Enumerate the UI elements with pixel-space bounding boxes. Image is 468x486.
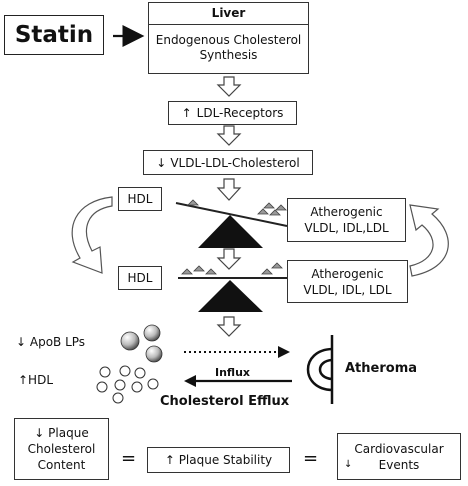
atherogenic-line1-bottom: Atherogenic	[311, 266, 384, 281]
plaque-chol-line1: ↓ Plaque	[34, 426, 89, 440]
plaque-chol-line2: Cholesterol	[27, 442, 96, 456]
hdl-box-top: HDL	[118, 187, 162, 211]
hollow-down-arrow-4	[216, 248, 242, 270]
plaque-chol-line3: Content	[37, 458, 86, 472]
apob-lp-particles	[120, 324, 163, 363]
cv-line1: Cardiovascular	[354, 441, 444, 456]
influx-label: Influx	[215, 366, 251, 379]
atherogenic-line1-top: Atherogenic	[310, 205, 383, 219]
atherogenic-line2-bottom: VLDL, IDL, LDL	[303, 282, 392, 297]
efflux-solid-arrow	[184, 375, 292, 387]
atheroma-label: Atheroma	[345, 361, 418, 376]
atherogenic-line2-top: VLDL, IDL,LDL	[304, 221, 389, 235]
liver-subtitle-line1: Endogenous Cholesterol	[155, 33, 302, 47]
liver-subtitle-line2: Synthesis	[199, 48, 258, 62]
plaque-cholesterol-box: ↓ Plaque Cholesterol Content	[14, 418, 109, 480]
up-arrow-icon: ↑	[181, 106, 192, 120]
atheroma-symbol	[306, 335, 334, 404]
cv-line2-row: ↓ Events	[338, 457, 460, 473]
equals-sign-2: =	[303, 448, 319, 469]
equals-sign-1: =	[121, 448, 137, 469]
down-arrow-icon: ↓	[156, 155, 167, 170]
seesaw-bottom	[178, 262, 290, 312]
hdl-increase-label: ↑HDL	[18, 373, 54, 387]
seesaw-top	[175, 199, 288, 248]
cv-down-arrow-icon: ↓	[344, 458, 353, 470]
hollow-down-arrow-3	[216, 178, 242, 201]
hdl-particles	[96, 365, 159, 404]
influx-dotted-arrow	[184, 346, 290, 358]
cardiovascular-events-box: Cardiovascular ↓ Events	[337, 433, 461, 480]
hdl-label-top: HDL	[127, 192, 153, 206]
right-curved-arrow	[409, 204, 449, 277]
hdl-label-bottom: HDL	[127, 271, 153, 285]
hollow-down-arrow-5	[216, 316, 242, 337]
vldl-ldl-box: ↓ VLDL-LDL-Cholesterol	[143, 150, 313, 175]
left-curved-arrow	[71, 196, 113, 274]
statin-box: Statin	[4, 15, 104, 55]
hollow-down-arrow-1	[216, 76, 242, 97]
vldl-ldl-label: VLDL-LDL-Cholesterol	[170, 155, 300, 170]
cv-line2: Events	[378, 457, 420, 472]
ldl-receptors-label: LDL-Receptors	[196, 106, 284, 120]
plaque-stability-box: ↑ Plaque Stability	[147, 447, 290, 473]
ldl-receptors-box: ↑ LDL-Receptors	[168, 101, 297, 125]
hollow-down-arrow-2	[216, 125, 242, 146]
apob-lps-label: ↓ ApoB LPs	[16, 335, 86, 349]
cholesterol-efflux-label: Cholesterol Efflux	[160, 394, 290, 409]
liver-box: Liver Endogenous Cholesterol Synthesis	[148, 2, 309, 74]
atherogenic-box-top: Atherogenic VLDL, IDL,LDL	[287, 198, 406, 242]
hdl-box-bottom: HDL	[118, 266, 162, 290]
liver-title: Liver	[149, 3, 308, 25]
atherogenic-box-bottom: Atherogenic VLDL, IDL, LDL	[287, 260, 408, 303]
plaque-stability-label: ↑ Plaque Stability	[164, 453, 273, 467]
statin-label: Statin	[14, 22, 94, 48]
